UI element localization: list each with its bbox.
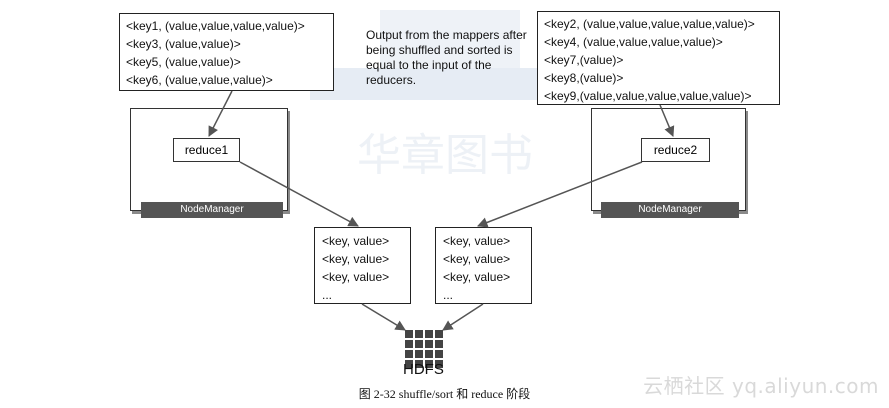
mapper-line: <key1, (value,value,value,value)> [126,19,305,33]
mapper-line: <key6, (value,value,value)> [126,73,273,87]
output-line: <key, value> [443,234,511,248]
hdfs-grid-cell [435,350,443,358]
hdfs-grid-cell [425,330,433,338]
hdfs-grid-cell [415,360,423,368]
mapper-line: <key9,(value,value,value,value,value)> [544,89,752,103]
arrow-mapper-right-to-reduce2 [659,104,675,137]
hdfs-grid-cell [435,330,443,338]
node-manager-label-right: NodeManager [601,202,739,218]
hdfs-grid-cell [405,360,413,368]
reduce2-box: reduce2 [641,138,710,162]
shuffle-note: Output from the mappers after being shuf… [366,28,527,87]
hdfs-grid-cell [425,350,433,358]
hdfs-grid-cell [405,330,413,338]
node-manager-label-left: NodeManager [141,202,283,218]
figure-caption: 图 2-32 shuffle/sort 和 reduce 阶段 [358,387,531,401]
hdfs-grid-cell [435,360,443,368]
hdfs-grid-cell [405,340,413,348]
hdfs-grid-cell [435,340,443,348]
reducer-output-right: <key, value> <key, value> <key, value> .… [435,227,532,304]
arrow-output-left-to-hdfs [361,303,406,331]
hdfs-grid-cell [415,340,423,348]
hdfs-label: HDFS [403,361,444,378]
output-line: <key, value> [443,252,511,266]
output-line: <key, value> [443,270,511,284]
mapper-line: <key7,(value)> [544,53,624,67]
output-line: ... [322,288,333,302]
mapper-line: <key2, (value,value,value,value,value)> [544,17,755,31]
hdfs-grid-cell [415,350,423,358]
mapper-line: <key5, (value,value)> [126,55,241,69]
mapper-line: <key4, (value,value,value,value)> [544,35,723,49]
mapper-output-right: <key2, (value,value,value,value,value)> … [537,11,780,105]
mapper-line: <key3, (value,value)> [126,37,241,51]
hdfs-grid-cell [425,340,433,348]
output-line: <key, value> [322,252,390,266]
arrow-reduce1-to-output [239,161,359,227]
hdfs-grid-cell [405,350,413,358]
hdfs-grid-cell [425,360,433,368]
output-line: <key, value> [322,234,390,248]
reduce1-box: reduce1 [173,138,240,162]
arrow-mapper-left-to-reduce1 [208,90,233,137]
site-watermark: 云栖社区 yq.aliyun.com [643,374,879,398]
hdfs-grid-cell [415,330,423,338]
arrow-output-right-to-hdfs [442,303,484,331]
output-line: ... [443,288,454,302]
hdfs-grid-icon [405,330,443,368]
output-line: <key, value> [322,270,390,284]
mapper-output-left: <key1, (value,value,value,value)> <key3,… [119,13,334,91]
arrow-reduce2-to-output [477,161,643,228]
reducer-output-left: <key, value> <key, value> <key, value> .… [314,227,411,304]
mapper-line: <key8,(value)> [544,71,624,85]
